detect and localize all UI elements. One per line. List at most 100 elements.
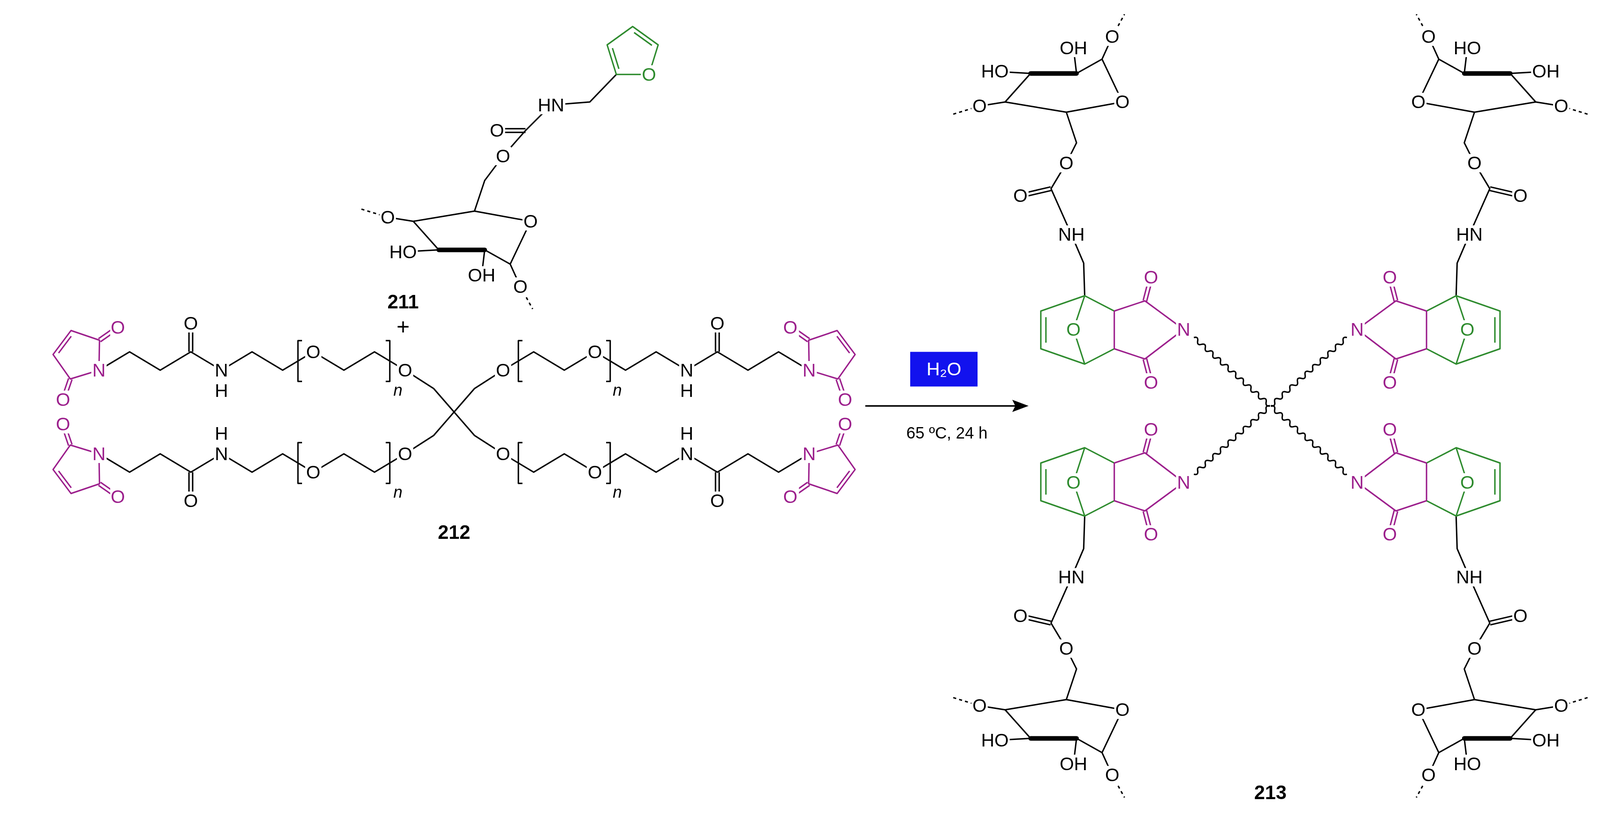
atom-label: O xyxy=(971,697,988,716)
atom-label: O xyxy=(396,361,414,380)
atom-label: O xyxy=(708,314,726,333)
atom-label: O xyxy=(1381,420,1398,439)
crosslink-unit-use xyxy=(953,404,1272,798)
atom-label: O xyxy=(1142,268,1160,287)
atom-label: OH xyxy=(1058,38,1089,58)
atom-label: NH xyxy=(1455,568,1484,587)
plus-sign: + xyxy=(395,316,411,339)
atom-label: O xyxy=(1466,640,1483,659)
peg-arm-use xyxy=(53,323,455,413)
atom-label: O xyxy=(182,491,199,511)
crosslink-unit-use xyxy=(1269,14,1588,408)
atom-label: HO xyxy=(980,62,1010,81)
compound-212 xyxy=(53,323,856,502)
atom-label: N xyxy=(1175,473,1192,492)
atom-label: O xyxy=(971,97,988,116)
atom-label: O xyxy=(1114,701,1131,720)
atom-label: HN xyxy=(1455,225,1484,245)
atom-label: O xyxy=(1466,154,1483,173)
atom-label: O xyxy=(836,414,854,434)
atom-label: H xyxy=(679,381,695,400)
atom-label: N xyxy=(679,361,695,380)
carbamate-bonds xyxy=(484,74,617,181)
atom-label: O xyxy=(1459,473,1476,492)
atom-label: O xyxy=(1142,525,1160,545)
atom-label: O xyxy=(1420,766,1437,785)
atom-label: O xyxy=(1142,420,1160,439)
atom-label: O xyxy=(182,314,199,333)
arrow-shaft xyxy=(865,405,1017,407)
repeat-index: n xyxy=(392,484,404,502)
atom-label: O xyxy=(586,463,603,482)
atom-label: O xyxy=(1512,186,1529,206)
atom-label: O xyxy=(109,318,127,337)
atom-label: O xyxy=(640,65,658,84)
atom-label: O xyxy=(1142,373,1160,392)
atom-label: O xyxy=(512,277,529,296)
atom-label: O xyxy=(1012,607,1029,626)
atom-label: O xyxy=(1065,473,1082,492)
atom-label: HO xyxy=(1452,755,1483,774)
atom-label: O xyxy=(1410,93,1427,112)
atom-label: O xyxy=(54,391,72,410)
atom-label: O xyxy=(54,414,72,434)
repeat-index: n xyxy=(611,382,623,400)
atom-label: N xyxy=(91,444,107,464)
atom-label: OH xyxy=(1531,62,1561,81)
reaction-conditions: 65 ºC, 24 h xyxy=(905,425,989,443)
pyranose-ring-use xyxy=(361,180,533,310)
atom-label: H xyxy=(679,424,695,443)
atom-label: O xyxy=(1420,27,1437,47)
compound-number: 211 xyxy=(386,292,420,312)
atom-label: N xyxy=(679,444,695,464)
atom-label: O xyxy=(1012,186,1029,206)
network-213 xyxy=(953,14,1588,798)
atom-label: O xyxy=(586,342,603,362)
atom-label: O xyxy=(1114,93,1131,112)
atom-label: O xyxy=(494,146,512,166)
atom-label: O xyxy=(379,208,396,227)
crosslink-unit-use xyxy=(1269,404,1588,798)
atom-label: O xyxy=(1057,640,1075,659)
atom-label: OH xyxy=(1058,755,1089,774)
atom-label: N xyxy=(1349,320,1365,339)
atom-label: O xyxy=(1057,154,1075,173)
atom-label: HO xyxy=(1452,38,1483,58)
atom-label: HN xyxy=(1057,568,1086,587)
atom-label: HO xyxy=(980,731,1010,751)
atom-label: H xyxy=(213,381,230,400)
atom-label: O xyxy=(1104,766,1121,785)
atom-label: O xyxy=(1553,97,1570,116)
repeat-index: n xyxy=(392,382,404,400)
atom-label: O xyxy=(304,463,322,482)
atom-label: O xyxy=(1410,701,1427,720)
atom-label: O xyxy=(1381,373,1398,392)
reagent-box: H₂O xyxy=(910,352,978,387)
atom-label: HN xyxy=(536,95,566,115)
arrow-head xyxy=(1012,400,1029,413)
reaction-arrow xyxy=(865,400,1029,413)
atom-label: N xyxy=(1175,320,1192,339)
atom-label: N xyxy=(801,444,818,464)
atom-label: N xyxy=(801,361,818,380)
atom-label: O xyxy=(396,444,414,464)
atom-label: O xyxy=(1512,607,1529,626)
atom-label: N xyxy=(91,361,107,380)
atom-label: O xyxy=(1381,525,1398,545)
atom-label: O xyxy=(109,487,127,507)
atom-label: O xyxy=(1104,27,1121,47)
atom-label: OH xyxy=(1531,731,1561,751)
atom-label: O xyxy=(1553,697,1570,716)
atom-label: O xyxy=(782,487,799,507)
compound-211 xyxy=(361,26,659,310)
compound-number: 213 xyxy=(1253,783,1288,803)
compound-number: 212 xyxy=(436,522,472,543)
atom-label: O xyxy=(1381,268,1398,287)
atom-label: N xyxy=(213,361,230,380)
atom-label: N xyxy=(1349,473,1365,492)
atom-label: N xyxy=(213,444,230,464)
atom-label: O xyxy=(488,121,505,140)
atom-label: NH xyxy=(1057,225,1086,245)
